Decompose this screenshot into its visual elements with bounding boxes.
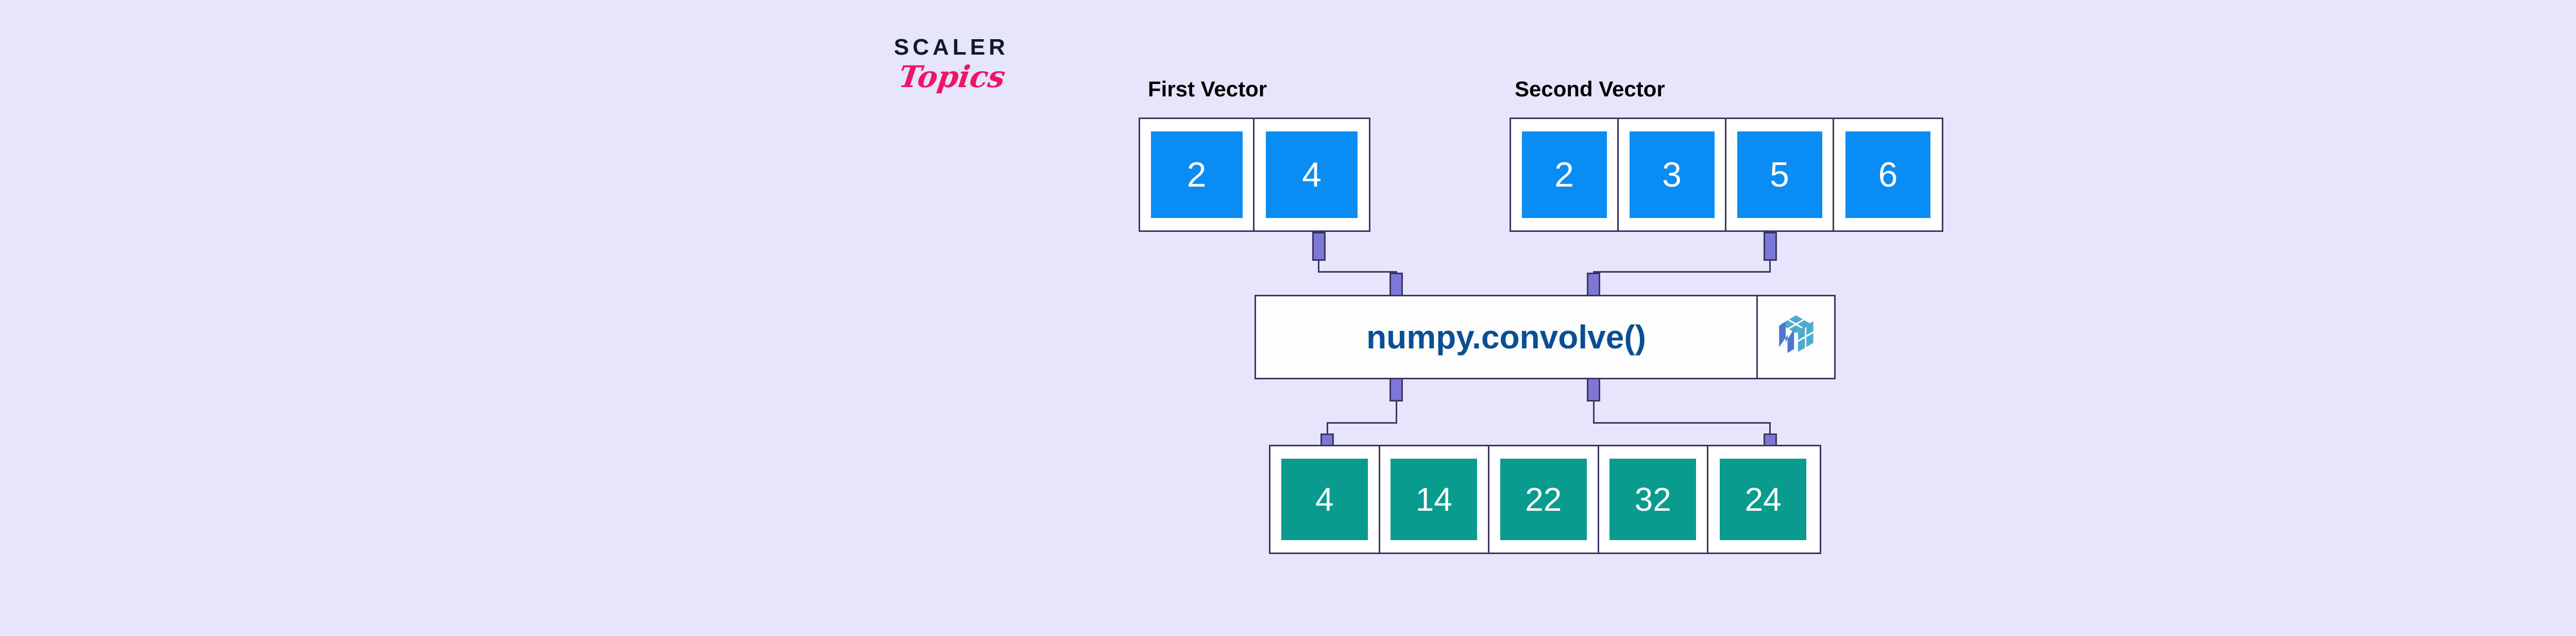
connector-wire [1769, 422, 1771, 434]
connector-wire [1327, 422, 1397, 424]
connector-plug-box-top-left [1389, 273, 1403, 296]
connector-wire [1593, 271, 1771, 273]
vector-cell-value: 2 [1521, 131, 1607, 218]
second-vector-label: Second Vector [1515, 77, 1665, 101]
scaler-topics-logo: SCALER Topics [894, 36, 1059, 119]
second-vector-box: 2 3 5 6 [1510, 118, 1943, 232]
function-name-text: numpy.convolve() [1366, 319, 1646, 356]
brand-wordmark-scaler: SCALER [894, 35, 1009, 60]
connector-plug-first-vector [1312, 232, 1326, 261]
vector-cell: 3 [1619, 119, 1726, 230]
vector-cell: 4 [1255, 119, 1369, 230]
result-cell: 14 [1380, 446, 1489, 553]
first-vector-box: 2 4 [1139, 118, 1370, 232]
brand-wordmark-topics: Topics [896, 59, 1008, 94]
vector-cell: 2 [1511, 119, 1619, 230]
result-cell-value: 22 [1500, 459, 1587, 540]
function-label-pane: numpy.convolve() [1256, 296, 1756, 378]
result-cell: 24 [1708, 446, 1818, 553]
first-vector-label: First Vector [1148, 77, 1267, 101]
vector-cell-value: 6 [1845, 131, 1930, 218]
connector-wire [1318, 271, 1396, 273]
vector-cell-value: 4 [1266, 131, 1358, 218]
vector-cell: 2 [1140, 119, 1255, 230]
connector-wire [1396, 401, 1397, 423]
function-logo-pane [1756, 296, 1834, 378]
vector-cell-value: 3 [1629, 131, 1715, 218]
result-cell-value: 32 [1609, 459, 1697, 540]
connector-plug-box-bottom-right [1587, 378, 1600, 401]
connector-wire [1769, 261, 1771, 272]
connector-plug-second-vector [1764, 232, 1777, 261]
numpy-convolve-box: numpy.convolve() [1255, 295, 1836, 379]
result-cell-value: 4 [1281, 459, 1368, 540]
vector-cell: 5 [1726, 119, 1834, 230]
connector-wire [1327, 422, 1328, 434]
result-cell: 4 [1270, 446, 1380, 553]
connector-wire [1593, 401, 1595, 423]
numpy-logo-icon [1779, 315, 1814, 353]
vector-cell: 6 [1834, 119, 1942, 230]
result-cell: 22 [1489, 446, 1599, 553]
result-cell: 32 [1599, 446, 1708, 553]
result-cell-value: 24 [1720, 459, 1807, 540]
result-vector-box: 4 14 22 32 24 [1269, 445, 1821, 554]
vector-cell-value: 5 [1737, 131, 1822, 218]
vector-cell-value: 2 [1150, 131, 1243, 218]
result-cell-value: 14 [1391, 459, 1478, 540]
connector-plug-box-bottom-left [1389, 378, 1403, 401]
connector-wire [1593, 422, 1771, 424]
connector-wire [1318, 261, 1319, 272]
connector-plug-box-top-right [1587, 273, 1600, 296]
